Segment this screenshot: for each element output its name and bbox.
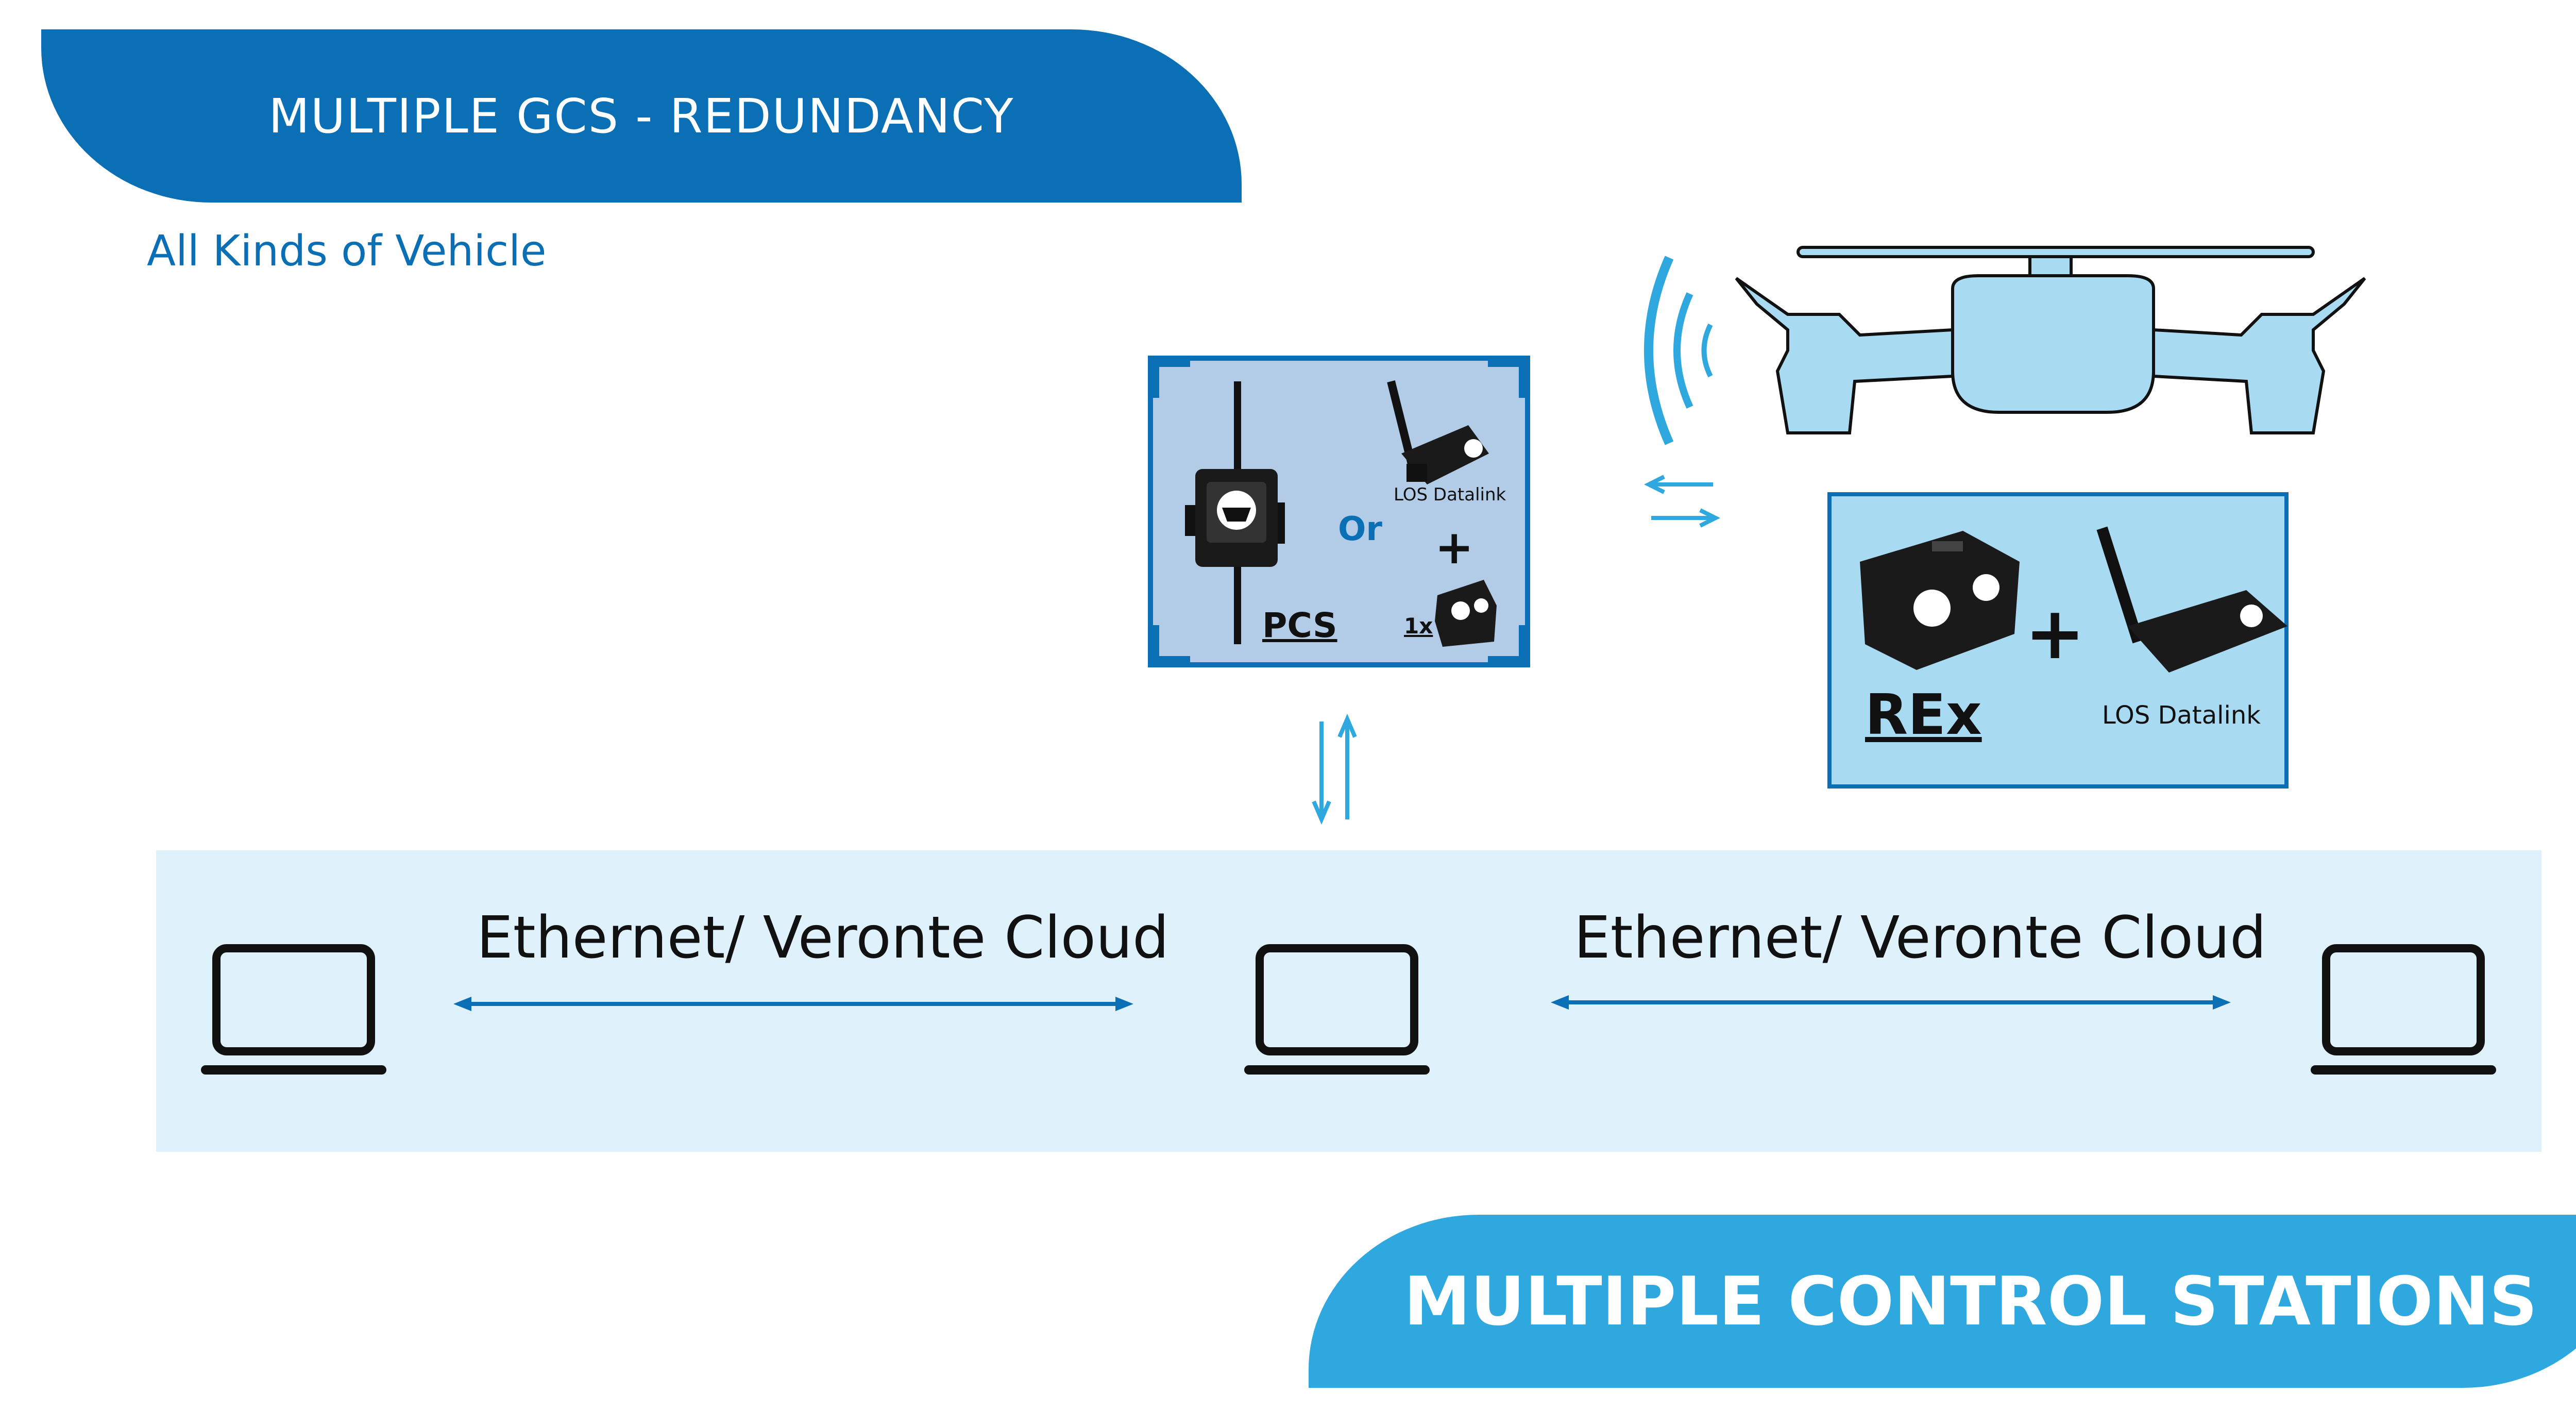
rex-antenna-device-icon (2096, 526, 2287, 673)
right-link-arrow (1551, 995, 2231, 1010)
footer-banner (1309, 1215, 2576, 1388)
header-banner (41, 29, 1242, 203)
right-link-label: Ethernet/ Veronte Cloud (1574, 904, 2267, 971)
pcs-or-label: Or (1338, 510, 1382, 548)
drone-icon (1735, 246, 2366, 434)
antenna-device-icon (1387, 380, 1489, 484)
wireless-signal-icon (1644, 256, 1713, 445)
pcs-link-arrows (1312, 713, 1357, 825)
header-title: MULTIPLE GCS - REDUNDANCY (268, 88, 1014, 144)
pcs-device-icon (1185, 381, 1285, 644)
pcs-datalink-label: LOS Datalink (1394, 484, 1506, 505)
pcs-count-label: 1x (1404, 613, 1433, 639)
laptop-icon[interactable] (201, 944, 386, 1080)
autopilot-module-icon (1435, 580, 1497, 647)
rex-datalink-label: LOS Datalink (2102, 701, 2261, 730)
pcs-plus: + (1435, 521, 1474, 575)
radio-link-arrows (1644, 475, 1720, 528)
pcs-label: PCS (1262, 606, 1337, 645)
subtitle: All Kinds of Vehicle (147, 227, 547, 276)
laptop-icon[interactable] (1244, 944, 1430, 1080)
laptop-icon[interactable] (2311, 944, 2496, 1080)
rex-module-icon (1860, 531, 2020, 670)
left-link-arrow (453, 997, 1133, 1011)
rex-plus: + (2025, 592, 2086, 676)
rex-label: REx (1865, 683, 1982, 747)
footer-title: MULTIPLE CONTROL STATIONS (1403, 1262, 2538, 1340)
left-link-label: Ethernet/ Veronte Cloud (477, 904, 1170, 971)
